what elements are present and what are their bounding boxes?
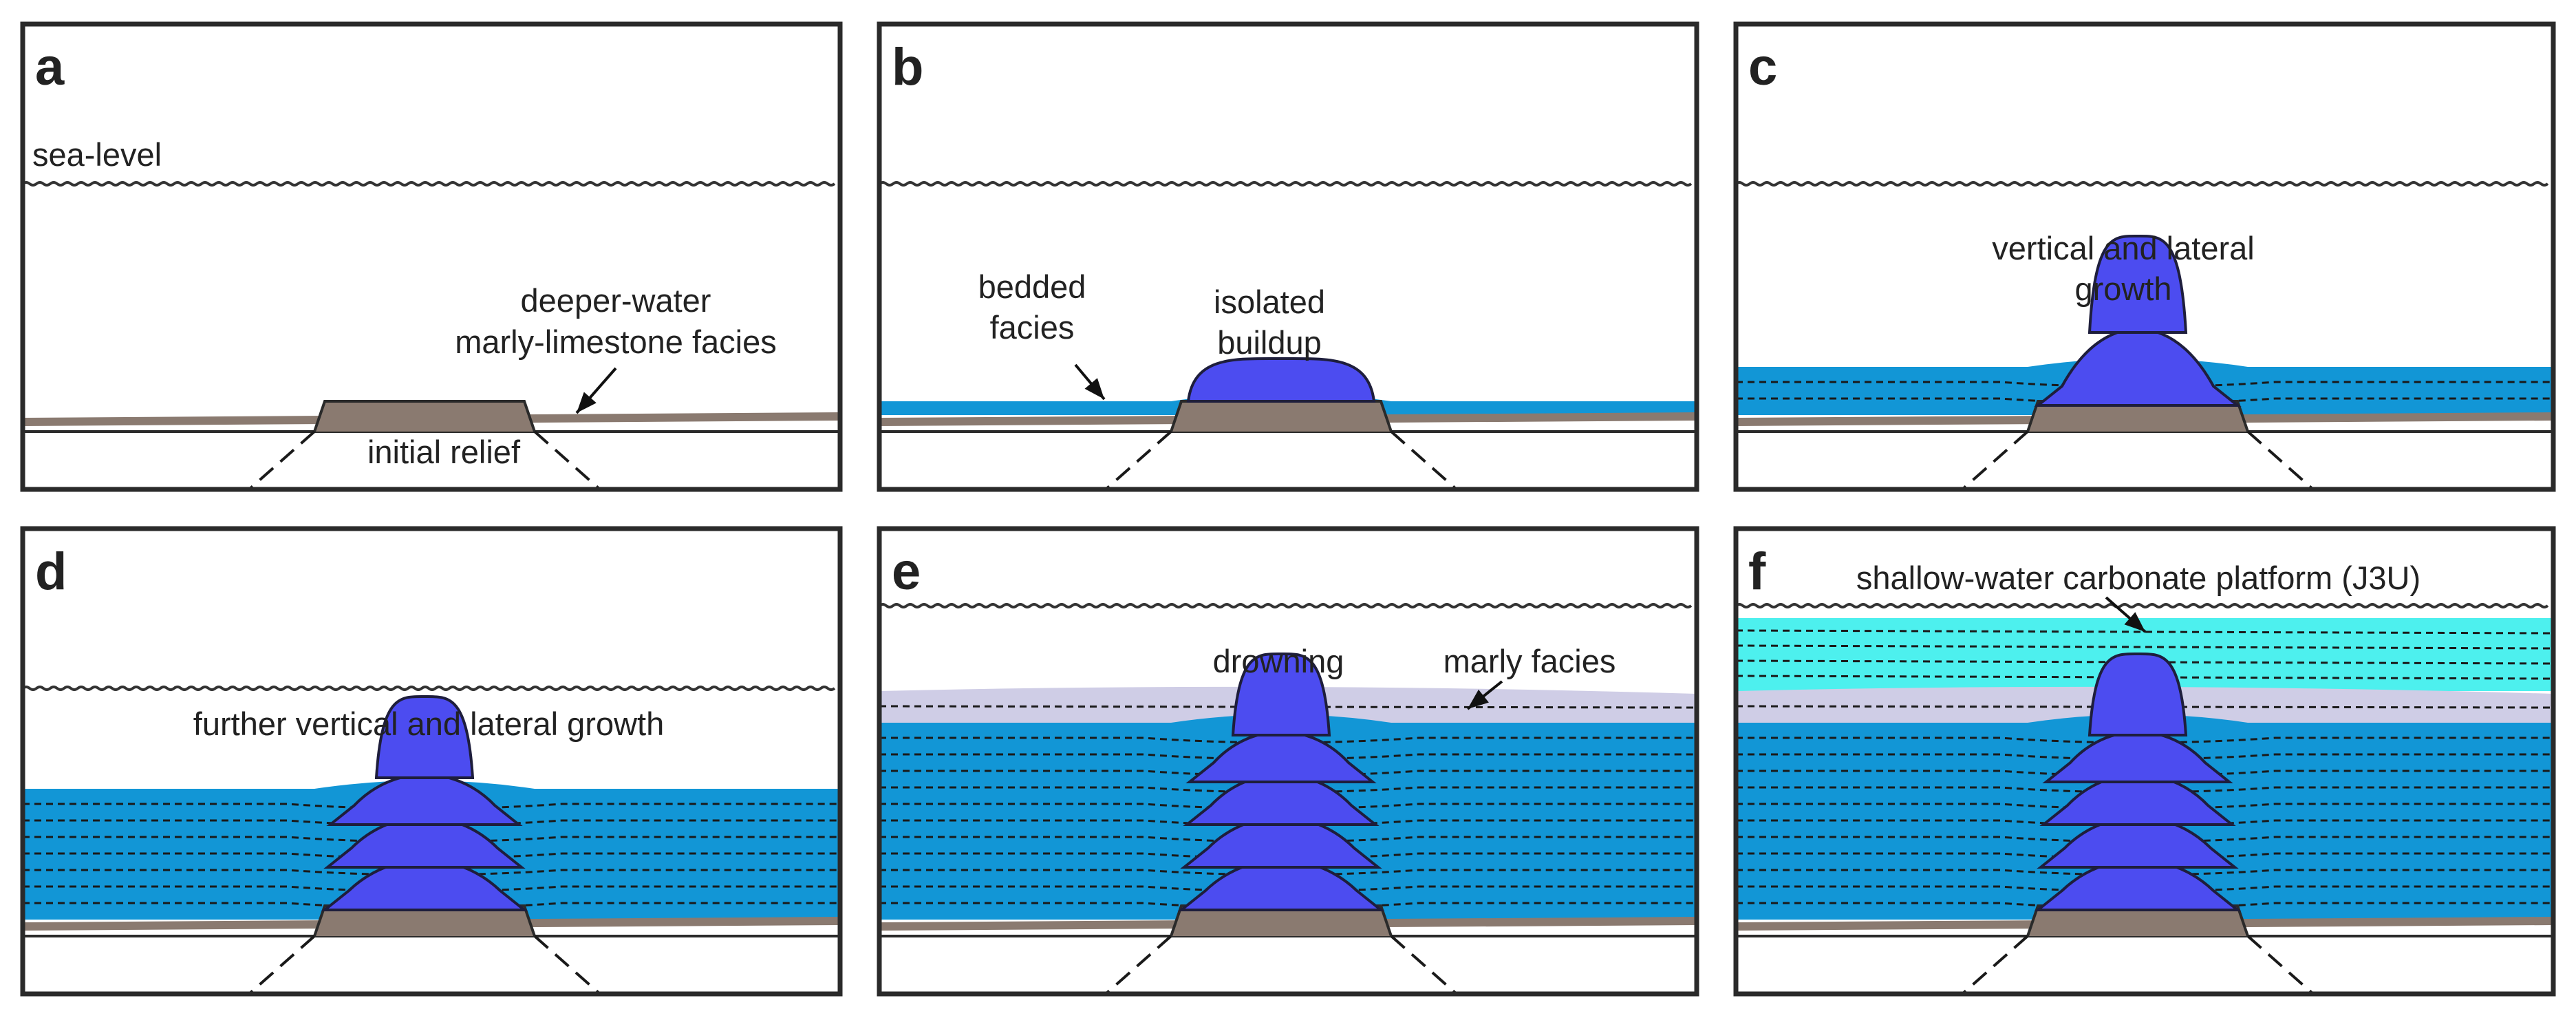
- platform-bedding-line: [1736, 675, 2553, 680]
- panel-label: f: [1748, 542, 1766, 601]
- buildup-tier: [1231, 652, 1331, 736]
- relief-flank-right: [2246, 430, 2315, 489]
- panel-frame: [1733, 21, 2556, 492]
- annotation-label: shallow-water carbonate platform (J3U): [1856, 560, 2421, 596]
- annotation-label: buildup: [1217, 324, 1322, 361]
- buildup-tier: [374, 694, 475, 779]
- buildup-tier: [2087, 652, 2188, 736]
- sea-level-line: [879, 603, 1693, 608]
- sea-level-line: [23, 686, 836, 691]
- marly-bedding-line: [1736, 705, 2553, 709]
- panel-label: e: [892, 542, 921, 601]
- annotation-label: deeper-water: [521, 282, 711, 319]
- panel-d: d further vertical and lateral growth: [20, 526, 843, 997]
- annotation-label: further vertical and lateral growth: [193, 706, 664, 742]
- relief-flank-right: [1390, 430, 1458, 489]
- relief-flank-left: [1961, 935, 2029, 994]
- initial-relief: [313, 400, 536, 432]
- panel-a: a sea-level deeper-water marly-limestone fa…: [20, 21, 843, 492]
- relief-flank-left: [248, 430, 316, 489]
- buildup: [1177, 652, 1385, 911]
- panel-e: e drowning marly facies: [877, 526, 1699, 997]
- sea-level-line: [23, 181, 836, 187]
- sea-level-line: [1736, 181, 2549, 187]
- platform-bedding-line: [1736, 659, 2553, 665]
- leader-arrowhead: [2124, 612, 2145, 632]
- buildup: [2034, 234, 2242, 407]
- annotation-label: vertical and lateral: [1992, 230, 2254, 266]
- annotation-label: drowning: [1213, 643, 1344, 679]
- buildup-tier: [1186, 357, 1376, 403]
- panel-c: c vertical and lateral growth: [1733, 21, 2556, 492]
- panel-label: b: [892, 38, 923, 96]
- buildup: [321, 694, 528, 911]
- panel-frame: [877, 526, 1699, 997]
- panel-b: b bedded facies isolated buildup: [877, 21, 1699, 492]
- initial-relief: [1170, 400, 1393, 432]
- relief-flank-left: [1104, 935, 1172, 994]
- annotation-label: marly facies: [1443, 643, 1616, 679]
- panel-label: c: [1748, 38, 1777, 96]
- annotation-label: marly-limestone facies: [455, 324, 777, 360]
- leader-arrowhead: [577, 392, 597, 413]
- annotation-label: initial relief: [367, 434, 521, 470]
- buildup: [1186, 357, 1376, 403]
- marly-bedding-line: [879, 705, 1697, 709]
- platform-bedding-line: [1736, 629, 2553, 635]
- panel-label: d: [35, 542, 67, 601]
- annotation-label: sea-level: [32, 136, 162, 173]
- leader-arrowhead: [1084, 378, 1104, 399]
- panel-frame: [20, 21, 843, 492]
- sea-level-line: [879, 181, 1693, 187]
- relief-flank-right: [1390, 935, 1458, 994]
- panel-frame: [877, 21, 1699, 492]
- relief-flank-left: [248, 935, 316, 994]
- buildup: [2034, 652, 2242, 911]
- relief-flank-right: [533, 430, 601, 489]
- panel-frame: [1733, 526, 2556, 997]
- panel-f: f shallow-water carbonate platform (J3U): [1733, 526, 2556, 997]
- annotation-label: isolated: [1214, 284, 1325, 320]
- relief-flank-right: [2246, 935, 2315, 994]
- annotation-label: bedded: [978, 268, 1086, 305]
- buildup-tier: [2087, 234, 2188, 334]
- relief-flank-right: [533, 935, 601, 994]
- annotation-label: facies: [990, 309, 1075, 346]
- sea-level-line: [1736, 603, 2549, 608]
- panel-label: a: [35, 38, 65, 96]
- relief-flank-left: [1961, 430, 2029, 489]
- annotation-label: growth: [2074, 271, 2171, 307]
- relief-flank-left: [1104, 430, 1172, 489]
- panel-frame: [20, 526, 843, 997]
- platform-bedding-line: [1736, 644, 2553, 650]
